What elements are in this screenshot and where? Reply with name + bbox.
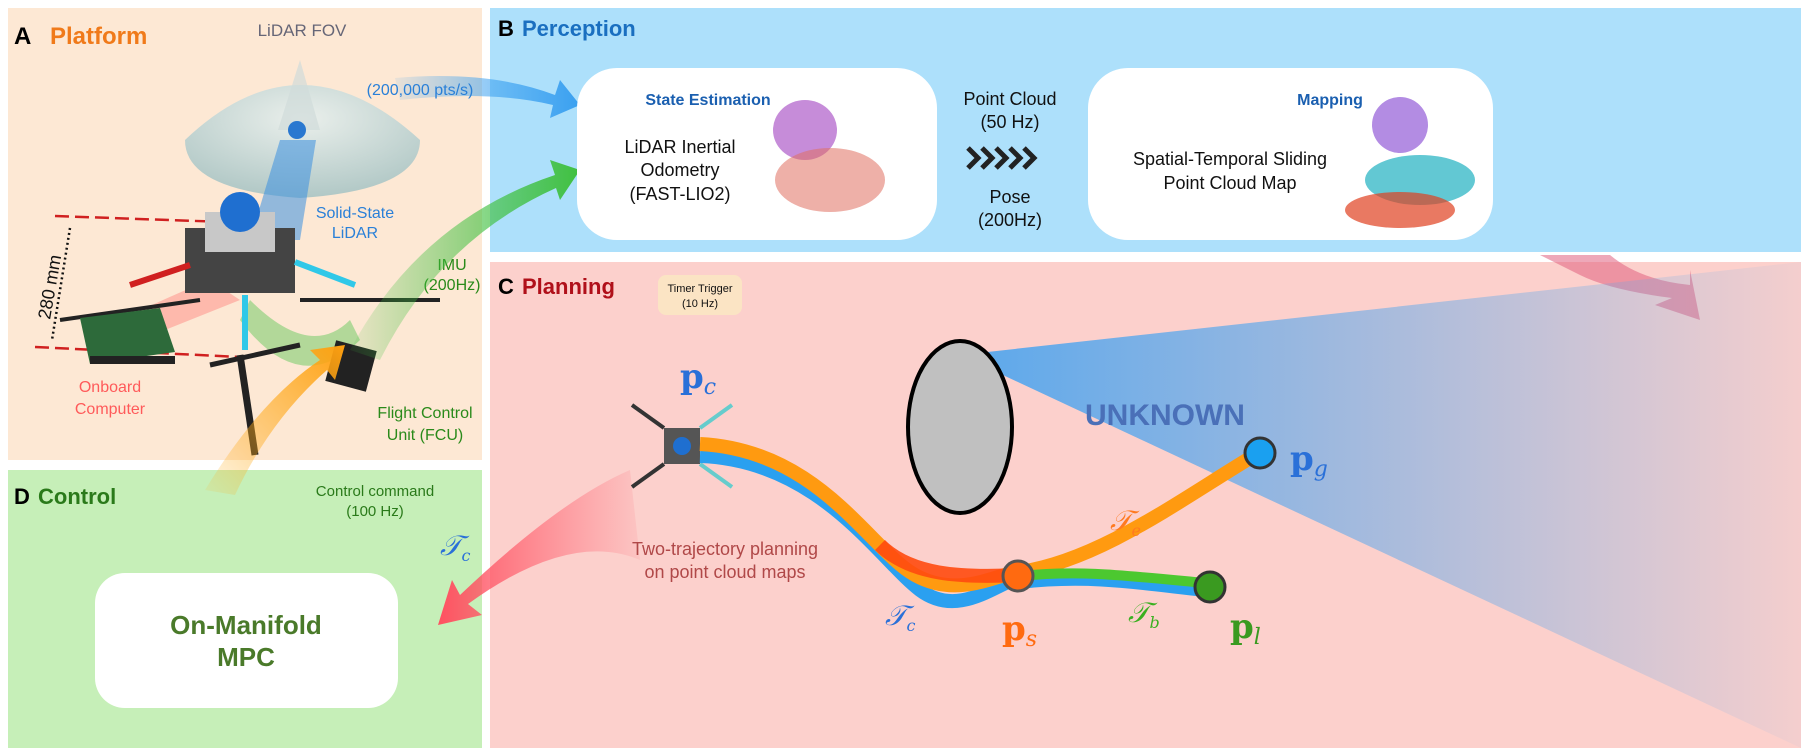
size-arrow (50, 227, 72, 341)
ps-point (1001, 559, 1035, 593)
trajectory-e (1018, 448, 1259, 579)
ps-label: ps (1002, 609, 1037, 652)
lidar-fov-cone (278, 60, 320, 130)
control-command-label-2: (100 Hz) (346, 503, 404, 520)
map-label-2: Point Cloud Map (1163, 173, 1296, 193)
points-rate-label: (200,000 pts/s) (367, 82, 474, 99)
panel-a-letter: A (14, 23, 31, 50)
lidar-fov-label: LiDAR FOV (258, 21, 347, 40)
point-cloud-label-2: (50 Hz) (980, 112, 1039, 132)
pg-label: pg (1290, 439, 1328, 482)
fcu-label-1: Flight Control (377, 405, 472, 422)
pg-point (1243, 436, 1277, 470)
planning-note-2: on point cloud maps (644, 562, 805, 582)
mpc-label-1: On-Manifold (170, 610, 322, 640)
control-to-fcu-arrow (205, 345, 345, 495)
pose-label-2: (200Hz) (978, 210, 1042, 230)
panel-c-title: Planning (522, 274, 615, 299)
pose-label-1: Pose (989, 187, 1030, 207)
trajectory-c-red-segment (875, 539, 1019, 583)
control-command-label-1: Control command (316, 483, 434, 500)
imu-label-2: (200Hz) (424, 277, 481, 294)
obstacle (906, 339, 1014, 515)
unknown-label: UNKNOWN (1085, 399, 1245, 432)
pc-label: pc (680, 357, 716, 400)
planning-drone-icon (630, 403, 734, 489)
mapping-title: Mapping (1297, 92, 1363, 109)
lio-label-1: LiDAR Inertial (624, 137, 735, 157)
imu-to-perception-arrow (350, 160, 580, 360)
lio-label-2: Odometry (640, 160, 719, 180)
solid-state-label-2: LiDAR (332, 225, 378, 242)
odometry-point-cloud-image (773, 100, 885, 212)
lio-label-3: (FAST-LIO2) (629, 184, 730, 204)
trajectory-b (1019, 568, 1206, 588)
panel-a-title: Platform (50, 23, 147, 50)
trajectory-c-blue (699, 449, 1022, 609)
pl-point (1193, 570, 1227, 604)
fcu-label-2: Unit (FCU) (387, 427, 463, 444)
lidar-to-perception-arrow (395, 76, 580, 118)
timer-trigger-badge (658, 275, 742, 315)
state-estimation-title: State Estimation (645, 92, 770, 109)
panel-d-title: Control (38, 484, 116, 509)
mpc-label-2: MPC (217, 642, 275, 672)
onboard-computer-label-1: Onboard (79, 379, 141, 396)
panel-b-letter: B (498, 16, 514, 41)
map-label-1: Spatial-Temporal Sliding (1133, 149, 1327, 169)
onboard-computer-image (80, 308, 175, 364)
lidar-sensor-small (288, 121, 306, 139)
timer-trigger-label-1: Timer Trigger (668, 283, 733, 295)
timer-trigger-label-2: (10 Hz) (682, 298, 718, 310)
unknown-region (960, 262, 1801, 748)
panel-b-title: Perception (522, 16, 636, 41)
chevrons-icon (966, 146, 1038, 170)
trajectory-b-blue (1019, 571, 1206, 597)
sliding-map-point-cloud-image (1345, 97, 1475, 228)
planning-note-1: Two-trajectory planning (632, 539, 818, 559)
panel-c-letter: C (498, 274, 514, 299)
planning-to-control-arrow (438, 470, 640, 625)
solid-state-label-1: Solid-State (316, 205, 394, 222)
mpc-box (95, 573, 398, 708)
point-cloud-label-1: Point Cloud (963, 89, 1056, 109)
size-guide-top (54, 214, 226, 224)
panel-d-letter: D (14, 484, 30, 509)
pl-label: pl (1230, 607, 1261, 650)
onboard-computer-label-2: Computer (75, 401, 146, 418)
